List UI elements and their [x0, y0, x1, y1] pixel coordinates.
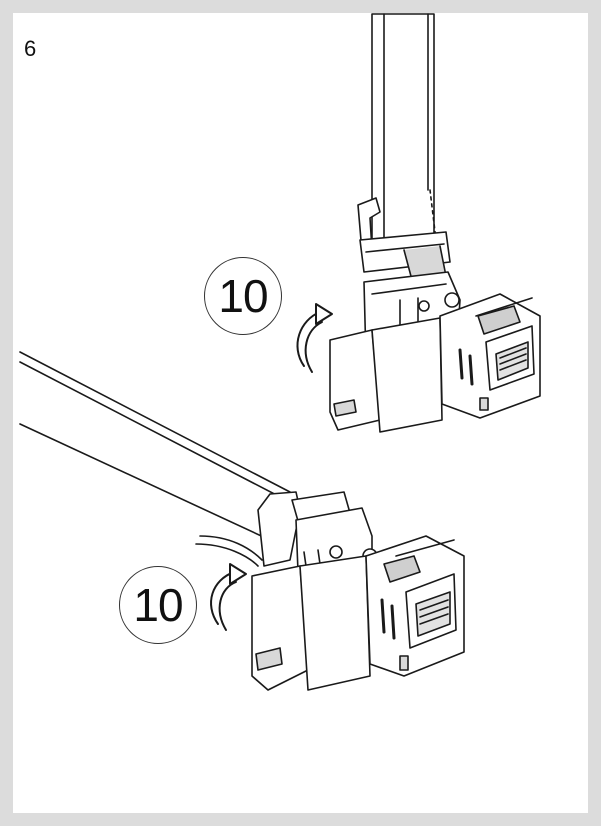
cable-angled	[19, 351, 291, 567]
keystone-jack-bottom	[251, 507, 465, 691]
torque-value-bottom: 10	[133, 579, 183, 631]
curved-arrow-icon	[296, 303, 333, 373]
torque-label-top: 10	[204, 257, 282, 335]
torque-label-bottom: 10	[119, 566, 197, 644]
step-number: 6	[24, 36, 37, 61]
cable-vertical	[371, 13, 437, 245]
keystone-jack-top	[329, 271, 541, 433]
torque-value-top: 10	[218, 270, 268, 322]
curved-arrow-icon	[210, 563, 247, 631]
